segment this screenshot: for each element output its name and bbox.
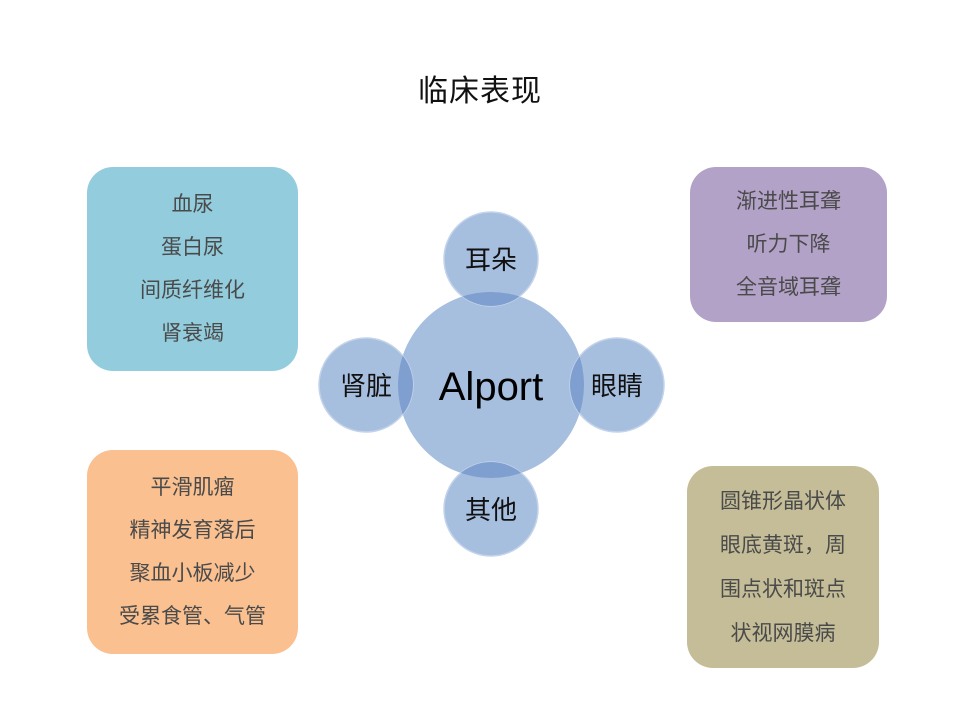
center-label: Alport — [439, 365, 544, 409]
kidney-symptoms-box: 血尿 蛋白尿 间质纤维化 肾衰竭 — [87, 167, 298, 371]
eye-symptoms-box: 圆锥形晶状体 眼底黄斑，周 围点状和斑点 状视网膜病 — [687, 466, 879, 668]
other-symptom: 精神发育落后 — [129, 518, 256, 542]
kidney-symptom: 肾衰竭 — [161, 321, 224, 345]
ear-symptoms-box: 渐进性耳聋 听力下降 全音域耳聋 — [690, 167, 887, 322]
ear-symptom: 全音域耳聋 — [736, 275, 841, 299]
page-title: 临床表现 — [418, 74, 542, 109]
eye-symptom: 眼底黄斑，周 — [720, 533, 846, 557]
other-symptom: 受累食管、气管 — [119, 604, 266, 628]
kidney-symptom: 蛋白尿 — [161, 235, 224, 259]
ear-symptom: 渐进性耳聋 — [736, 189, 841, 213]
other-symptom: 平滑肌瘤 — [150, 475, 235, 499]
center-circle — [398, 292, 584, 478]
eye-symptom: 圆锥形晶状体 — [720, 489, 846, 513]
kidney-symptom: 间质纤维化 — [140, 278, 245, 302]
eye-symptom: 状视网膜病 — [730, 621, 836, 645]
ear-symptom: 听力下降 — [746, 232, 831, 256]
node-other-label: 其他 — [465, 496, 517, 526]
node-ear-label: 耳朵 — [465, 246, 517, 276]
eye-symptom: 围点状和斑点 — [720, 577, 846, 601]
node-eye-label: 眼睛 — [591, 372, 643, 402]
other-symptoms-box: 平滑肌瘤 精神发育落后 聚血小板减少 受累食管、气管 — [87, 450, 298, 654]
other-symptom: 聚血小板减少 — [129, 561, 256, 585]
node-kidney-label: 肾脏 — [340, 372, 392, 402]
kidney-symptom: 血尿 — [171, 192, 214, 216]
